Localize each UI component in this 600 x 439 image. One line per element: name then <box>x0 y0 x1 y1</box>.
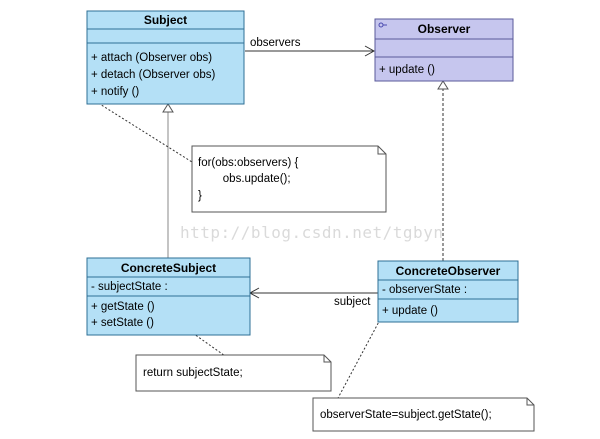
subject-class[interactable]: Subject + attach (Observer obs) + detach… <box>86 10 245 105</box>
notify-note[interactable]: for(obs:observers) { obs.update(); } <box>191 145 387 213</box>
subject-association-label: subject <box>334 296 371 308</box>
concrete-subject-method-setstate: + setState () <box>91 317 154 329</box>
notify-note-line-1: for(obs:observers) { <box>198 157 299 169</box>
concrete-observer-method-update: + update () <box>382 305 438 317</box>
concrete-observer-class[interactable]: ConcreteObserver - observerState : + upd… <box>377 260 519 323</box>
notify-note-line-2: obs.update(); <box>210 173 291 185</box>
notify-note-line-3: } <box>198 190 202 202</box>
subject-method-detach: + detach (Observer obs) <box>91 69 215 81</box>
update-note-connector <box>337 315 383 399</box>
observer-realization-arrowhead <box>437 80 449 90</box>
subject-method-attach: + attach (Observer obs) <box>91 52 212 64</box>
observer-method-update: + update () <box>379 64 435 76</box>
update-note[interactable]: observerState=subject.getState(); <box>312 397 535 432</box>
getstate-note-line-1: return subjectState; <box>143 367 243 379</box>
concrete-subject-class-name: ConcreteSubject <box>121 261 216 275</box>
subject-method-notify: + notify () <box>91 86 139 98</box>
notify-note-connector <box>94 100 193 163</box>
concrete-subject-class[interactable]: ConcreteSubject - subjectState : + getSt… <box>86 257 251 336</box>
observer-interface[interactable]: Observer + update () <box>374 18 514 82</box>
update-note-line-1: observerState=subject.getState(); <box>320 409 492 421</box>
observers-association-label: observers <box>250 37 301 49</box>
getstate-note[interactable]: return subjectState; <box>135 354 332 392</box>
concrete-subject-attribute-subjectstate: - subjectState : <box>91 281 168 293</box>
subject-generalization-arrowhead <box>162 103 174 113</box>
subject-class-name: Subject <box>144 13 187 27</box>
observer-interface-name: Observer <box>418 22 471 36</box>
concrete-subject-method-getstate: + getState () <box>91 301 155 313</box>
watermark-text: http://blog.csdn.net/tgbyn <box>180 223 443 242</box>
concrete-observer-attribute-observerstate: - observerState : <box>382 284 467 296</box>
interface-icon <box>378 22 387 28</box>
concrete-observer-class-name: ConcreteObserver <box>396 264 501 278</box>
